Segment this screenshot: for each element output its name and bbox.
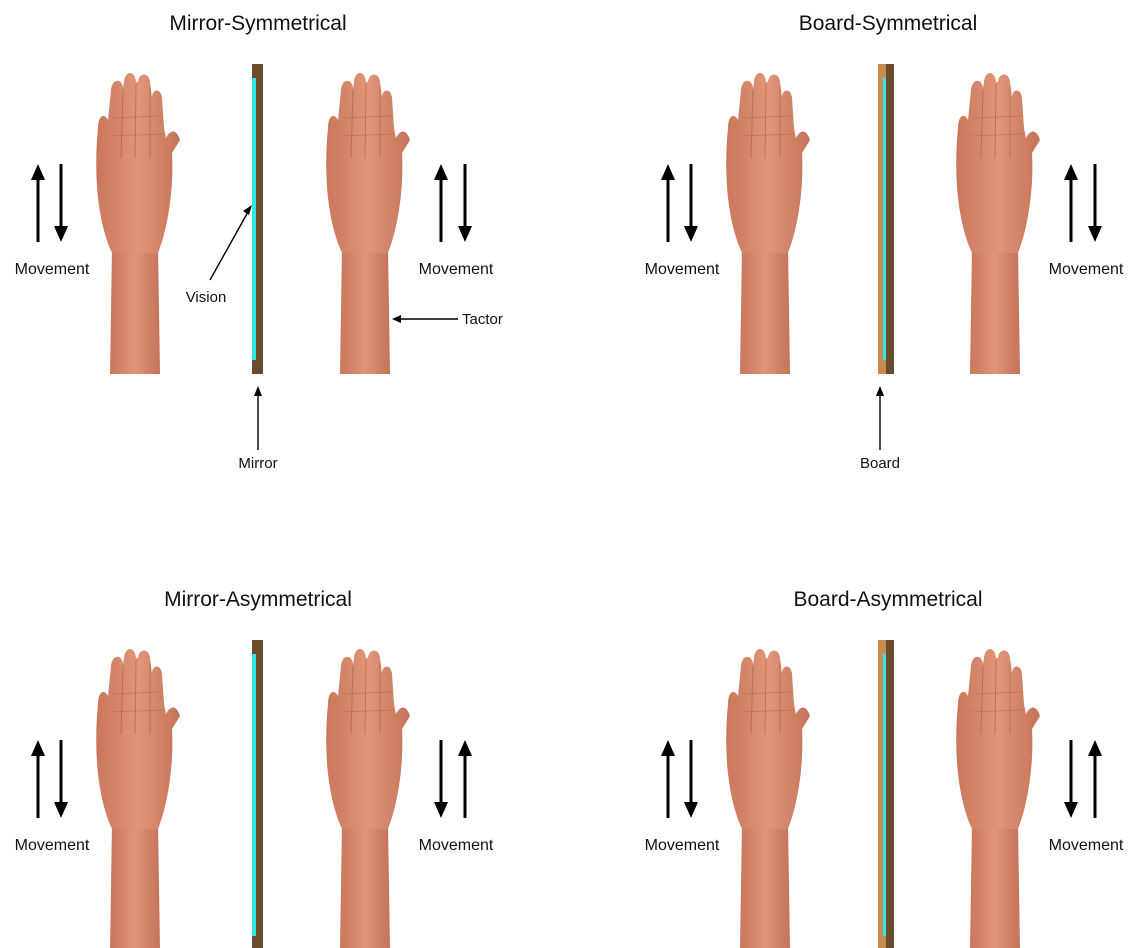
mirror-barrier xyxy=(252,640,263,948)
board-barrier xyxy=(878,640,894,948)
board-barrier xyxy=(878,64,894,374)
right-hand-image xyxy=(956,649,1040,948)
left-arrow-down xyxy=(54,740,68,818)
board-label: Board xyxy=(860,455,900,472)
tactor-label: Tactor xyxy=(462,311,503,328)
left-hand-image xyxy=(96,73,180,374)
left-arrow-up xyxy=(661,164,675,242)
mirror-annotation: Mirror xyxy=(238,386,277,472)
left-hand-image xyxy=(726,649,810,948)
left-movement-label: Movement xyxy=(15,261,90,278)
right-arrow-down xyxy=(434,740,448,818)
right-arrow-up xyxy=(458,740,472,818)
right-arrow-down xyxy=(1088,164,1102,242)
panel-title: Board-Asymmetrical xyxy=(793,588,982,611)
right-arrow-down xyxy=(1064,740,1078,818)
left-hand-image xyxy=(96,649,180,948)
right-movement-label: Movement xyxy=(419,261,494,278)
right-hand-image xyxy=(326,649,410,948)
left-arrow-up xyxy=(31,740,45,818)
right-movement-label: Movement xyxy=(1049,837,1124,854)
left-arrow-up xyxy=(31,164,45,242)
left-arrow-down xyxy=(54,164,68,242)
panel-title: Board-Symmetrical xyxy=(799,12,978,35)
left-arrow-down xyxy=(684,164,698,242)
right-hand-image xyxy=(326,73,410,374)
left-movement-label: Movement xyxy=(645,837,720,854)
left-movement-label: Movement xyxy=(645,261,720,278)
panel-title: Mirror-Symmetrical xyxy=(169,12,346,35)
left-hand-image xyxy=(726,73,810,374)
right-movement-label: Movement xyxy=(1049,261,1124,278)
left-arrow-up xyxy=(661,740,675,818)
right-arrow-down xyxy=(458,164,472,242)
tactor-annotation: Tactor xyxy=(392,311,503,328)
mirror-label: Mirror xyxy=(238,455,277,472)
right-hand-image xyxy=(956,73,1040,374)
right-arrow-up xyxy=(1088,740,1102,818)
right-movement-label: Movement xyxy=(419,837,494,854)
left-movement-label: Movement xyxy=(15,837,90,854)
mirror-barrier xyxy=(252,64,263,374)
vision-label: Vision xyxy=(186,289,227,306)
board-annotation: Board xyxy=(860,386,900,472)
panel-title: Mirror-Asymmetrical xyxy=(164,588,352,611)
vision-annotation: Vision xyxy=(186,205,252,306)
right-arrow-up xyxy=(1064,164,1078,242)
left-arrow-down xyxy=(684,740,698,818)
right-arrow-up xyxy=(434,164,448,242)
